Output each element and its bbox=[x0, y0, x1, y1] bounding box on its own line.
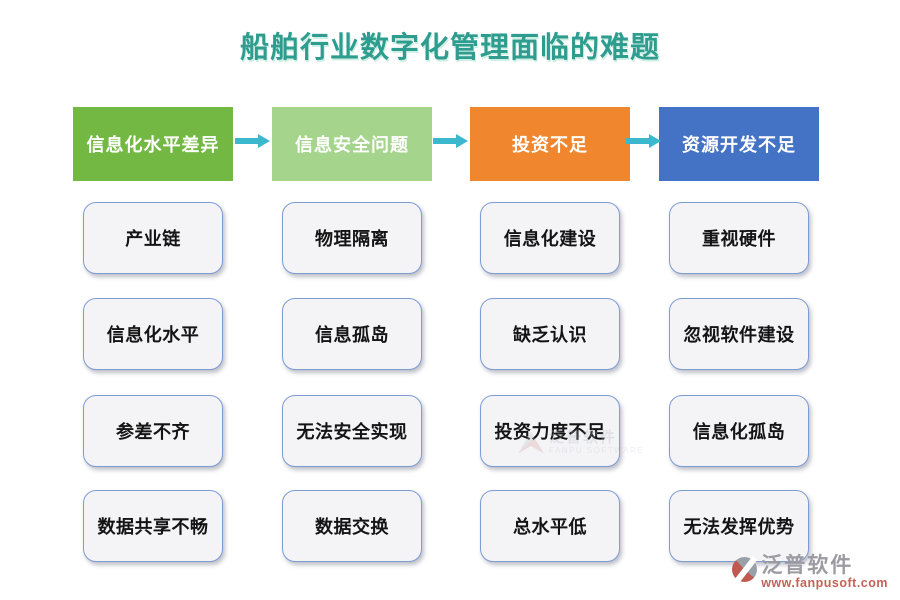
column-header: 资源开发不足 bbox=[659, 107, 819, 181]
diagram-node: 缺乏认识 bbox=[480, 298, 620, 370]
diagram-node: 总水平低 bbox=[480, 490, 620, 562]
column-header: 信息化水平差异 bbox=[73, 107, 233, 181]
diagram-node: 参差不齐 bbox=[83, 395, 223, 467]
column-insufficient-investment: 投资不足 信息化建设 缺乏认识 投资力度不足 总水平低 bbox=[470, 107, 630, 562]
vendor-logo: 泛普软件 www.fanpusoft.com bbox=[732, 553, 888, 590]
diagram-node: 无法发挥优势 bbox=[669, 490, 809, 562]
right-arrow-icon bbox=[626, 134, 662, 148]
diagram-node: 投资力度不足 bbox=[480, 395, 620, 467]
column-header: 信息安全问题 bbox=[272, 107, 432, 181]
column-header: 投资不足 bbox=[470, 107, 630, 181]
diagram-node: 产业链 bbox=[83, 202, 223, 274]
diagram-node: 信息化水平 bbox=[83, 298, 223, 370]
column-info-security: 信息安全问题 物理隔离 信息孤岛 无法安全实现 数据交换 bbox=[272, 107, 432, 562]
fanpu-logo-icon bbox=[732, 556, 758, 582]
diagram-node: 数据共享不畅 bbox=[83, 490, 223, 562]
diagram-node: 重视硬件 bbox=[669, 202, 809, 274]
arrow-head bbox=[456, 134, 468, 148]
diagram-node: 信息化孤岛 bbox=[669, 395, 809, 467]
vendor-website-url: www.fanpusoft.com bbox=[761, 575, 888, 590]
diagram-node: 信息孤岛 bbox=[282, 298, 422, 370]
vendor-brand-name: 泛普软件 bbox=[761, 553, 854, 577]
arrow-shaft bbox=[626, 138, 649, 144]
right-arrow-icon bbox=[235, 134, 271, 148]
page-title: 船舶行业数字化管理面临的难题 bbox=[239, 32, 660, 64]
arrow-shaft bbox=[235, 138, 258, 144]
arrow-head bbox=[258, 134, 270, 148]
diagram-node: 忽视软件建设 bbox=[669, 298, 809, 370]
arrow-shaft bbox=[433, 138, 456, 144]
column-info-level-gap: 信息化水平差异 产业链 信息化水平 参差不齐 数据共享不畅 bbox=[73, 107, 233, 562]
arrow-head bbox=[649, 134, 661, 148]
column-resource-development: 资源开发不足 重视硬件 忽视软件建设 信息化孤岛 无法发挥优势 bbox=[659, 107, 819, 562]
diagram-node: 无法安全实现 bbox=[282, 395, 422, 467]
diagram-node: 数据交换 bbox=[282, 490, 422, 562]
diagram-node: 信息化建设 bbox=[480, 202, 620, 274]
diagram-node: 物理隔离 bbox=[282, 202, 422, 274]
right-arrow-icon bbox=[433, 134, 469, 148]
